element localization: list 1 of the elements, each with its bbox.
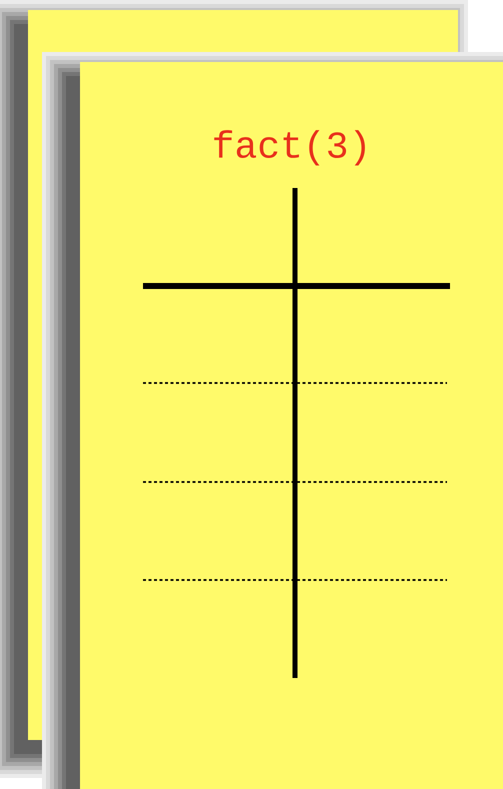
- sticky-note: fact(3): [42, 52, 503, 789]
